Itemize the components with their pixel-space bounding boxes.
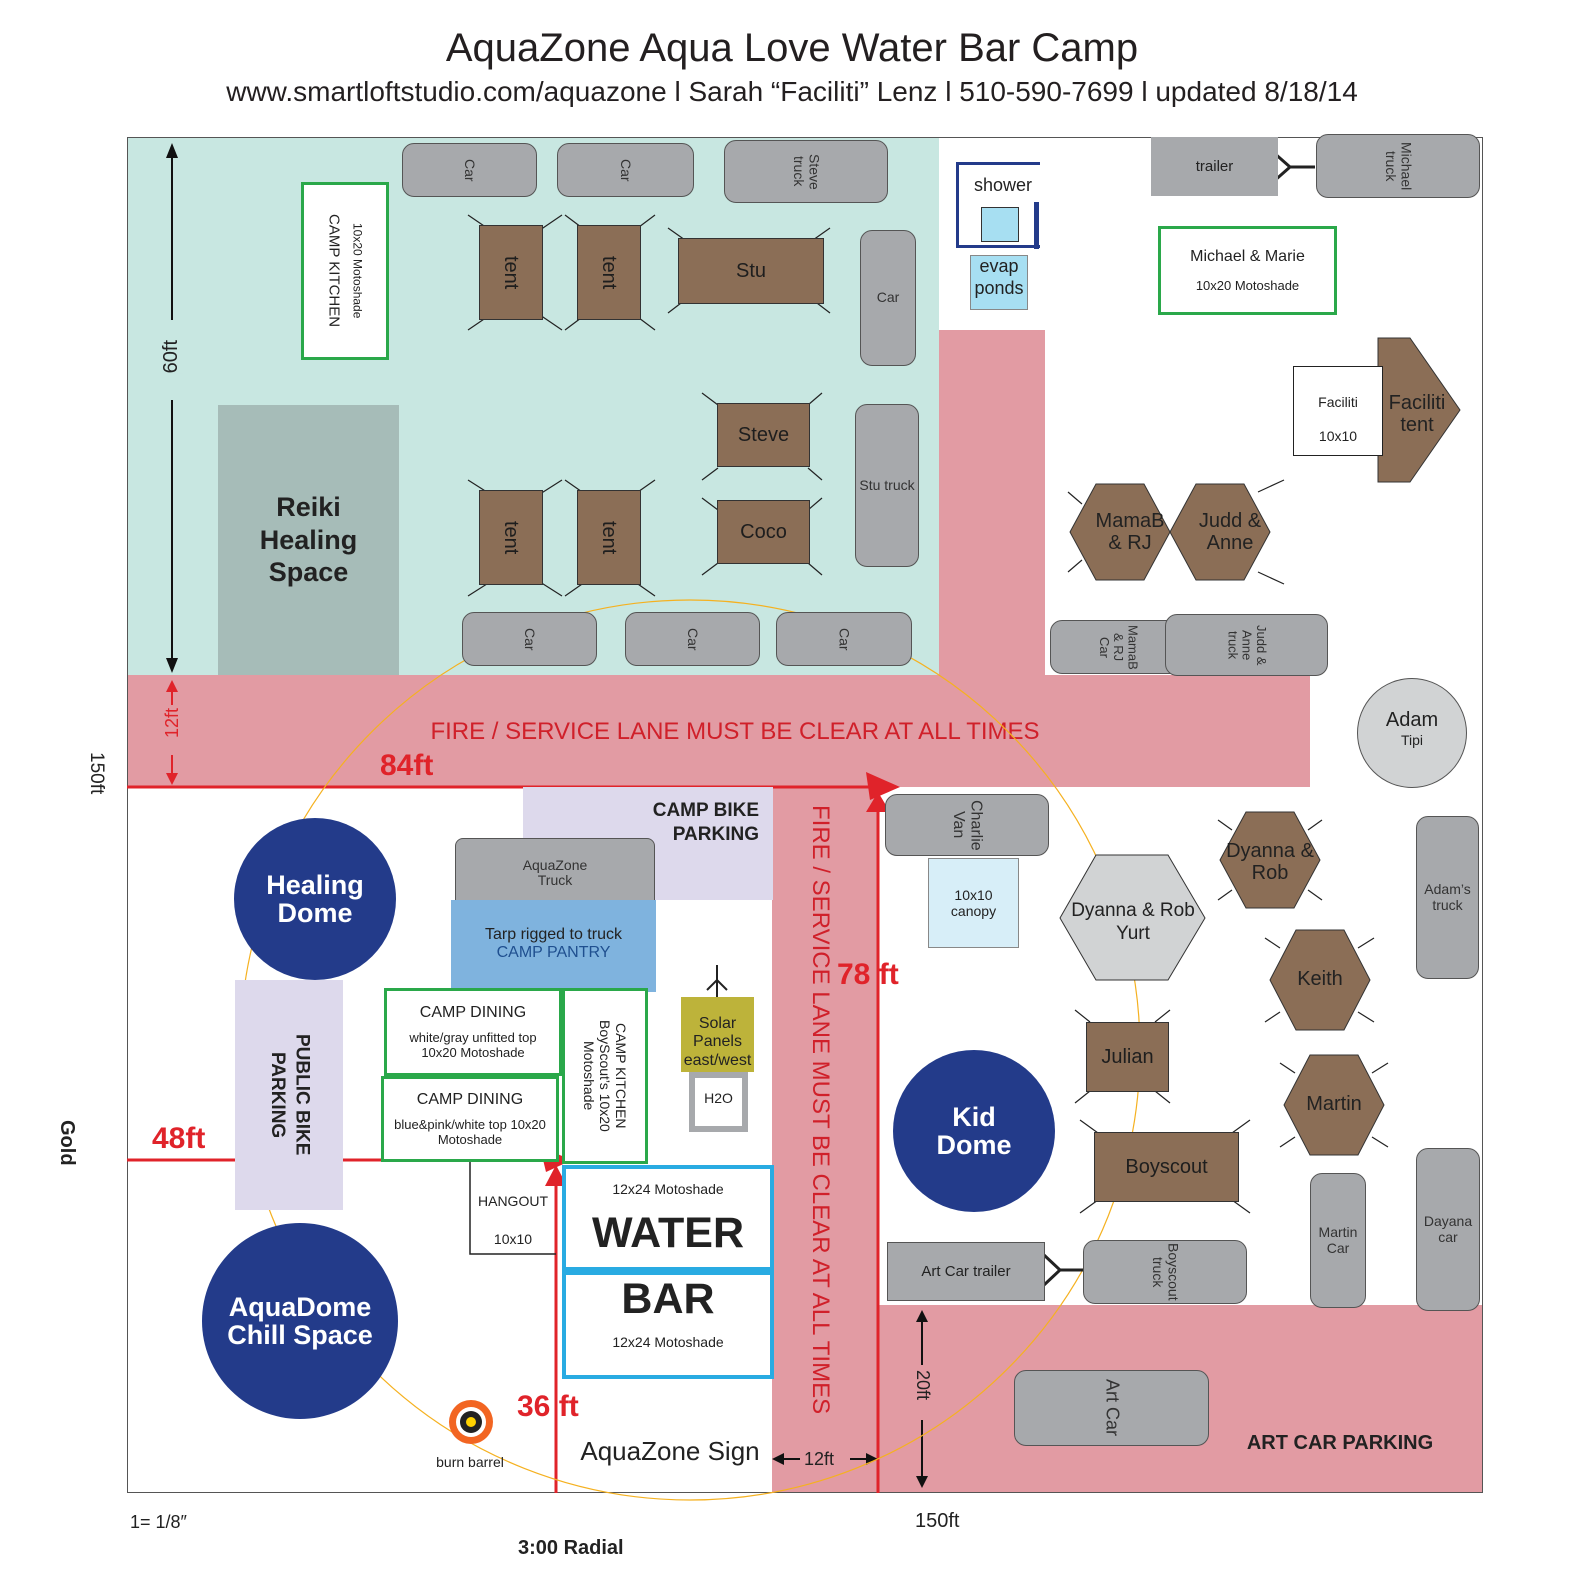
shower: shower — [956, 162, 1040, 248]
h2o-tank: H2O — [689, 1072, 748, 1132]
car-bottom-3: Car — [776, 612, 912, 666]
water-bar-top: 12x24 Motoshade WATER — [562, 1165, 774, 1271]
tent-2: tent — [577, 225, 641, 320]
shower-basin — [981, 207, 1019, 242]
tent-coco: Coco — [717, 500, 810, 564]
map-subtitle: www.smartloftstudio.com/aquazone l Sarah… — [226, 76, 1358, 107]
art-car-trailer: Art Car trailer — [887, 1242, 1045, 1301]
public-bike-parking: PUBLIC BIKE PARKING — [235, 980, 343, 1210]
steve-truck: Steve truck — [724, 140, 888, 203]
mamab-rj-tent: MamaB & RJ — [1095, 510, 1165, 554]
tent-stu: Stu — [678, 238, 824, 304]
tent-1: tent — [479, 225, 543, 320]
art-car: Art Car — [1014, 1370, 1209, 1446]
evap-ponds: evap ponds — [970, 255, 1028, 310]
boyscout-tent: Boyscout — [1094, 1132, 1239, 1202]
fire-lane-vertical — [772, 787, 878, 1493]
camp-dining-2: CAMP DINING blue&pink/white top 10x20 Mo… — [381, 1076, 559, 1162]
measure-60ft: 60ft — [160, 340, 183, 374]
aquazone-truck: AquaZone Truck — [455, 838, 655, 908]
lane-vertical-label: FIRE / SERVICE LANE MUST BE CLEAR AT ALL… — [807, 805, 834, 1415]
car-right-1: Car — [860, 230, 916, 366]
lane-horizontal-label: FIRE / SERVICE LANE MUST BE CLEAR AT ALL… — [430, 718, 1040, 745]
car-top-1: Car — [402, 143, 537, 197]
measure-48ft: 48ft — [152, 1122, 206, 1155]
car-bottom-2: Car — [625, 612, 760, 666]
measure-84ft: 84ft — [380, 749, 434, 782]
dayana-car: Dayana car — [1416, 1148, 1480, 1311]
measure-12ft-left: 12ft — [162, 708, 182, 739]
aquazone-sign: AquaZone Sign — [580, 1436, 760, 1466]
healing-dome: Healing Dome — [234, 818, 396, 980]
adam-tipi: Adam Tipi — [1357, 678, 1467, 788]
faciliti-tent: Faciliti tent — [1388, 392, 1446, 436]
tent-steve: Steve — [717, 403, 810, 467]
dyanna-rob-yurt: Dyanna & Rob Yurt — [1071, 900, 1195, 944]
measure-150ft-left: 150ft — [86, 752, 107, 795]
hangout: HANGOUT 10x10 — [478, 1193, 548, 1247]
fire-lane-north-strip — [939, 330, 1045, 675]
camp-kitchen-boyscout: CAMP KITCHEN BoyScout’s 10x20 Motoshade — [562, 988, 648, 1164]
camp-dining-1: CAMP DINING white/gray unfitted top 10x2… — [384, 988, 562, 1076]
measure-36ft: 36 ft — [517, 1390, 579, 1423]
art-car-parking-label: ART CAR PARKING — [1246, 1432, 1434, 1454]
measure-150ft-bottom: 150ft — [915, 1510, 960, 1532]
faciliti-box: Faciliti 10x10 — [1293, 366, 1383, 456]
kid-dome: Kid Dome — [893, 1050, 1055, 1212]
trailer: trailer — [1151, 137, 1278, 196]
car-bottom-1: Car — [462, 612, 597, 666]
measure-78ft: 78 ft — [837, 958, 899, 991]
measure-12ft-bottom: 12ft — [804, 1449, 835, 1469]
solar-panels: Solar Panels east/west — [681, 997, 754, 1072]
shower-wall — [1034, 202, 1039, 249]
adams-truck: Adam’s truck — [1416, 816, 1479, 979]
map-title: AquaZone Aqua Love Water Bar Camp — [445, 26, 1139, 70]
stu-truck: Stu truck — [855, 404, 919, 567]
martin-car: Martin Car — [1310, 1173, 1366, 1308]
aquadome-chill-space: AquaDome Chill Space — [202, 1223, 398, 1419]
canopy: 10x10 canopy — [928, 858, 1019, 948]
reiki-healing-space: Reiki Healing Space — [218, 405, 399, 675]
camp-boundary — [127, 137, 1483, 1493]
boyscout-truck: Boyscout truck — [1083, 1240, 1247, 1304]
michael-truck: Michael truck — [1316, 134, 1480, 198]
keith-tent: Keith — [1297, 968, 1343, 990]
measure-20ft: 20ft — [913, 1370, 933, 1401]
water-bar-bottom: BAR 12x24 Motoshade — [562, 1271, 774, 1379]
judd-anne-truck: Judd & Anne truck — [1165, 614, 1328, 676]
michael-marie-motoshade: Michael & Marie 10x20 Motoshade — [1158, 226, 1337, 315]
julian-tent: Julian — [1086, 1022, 1169, 1092]
tent-4: tent — [577, 490, 641, 585]
martin-tent: Martin — [1306, 1093, 1362, 1115]
street-radial: 3:00 Radial — [518, 1537, 624, 1559]
judd-anne-tent: Judd & Anne — [1198, 510, 1262, 554]
car-top-2: Car — [557, 143, 694, 197]
camp-kitchen-north: CAMP KITCHEN 10x20 Motoshade — [301, 182, 389, 360]
dyanna-rob-tent: Dyanna & Rob — [1226, 840, 1314, 884]
scale-note: 1= 1/8″ — [130, 1512, 187, 1532]
street-gold: Gold — [56, 1120, 78, 1166]
tent-3: tent — [479, 490, 543, 585]
camp-pantry: Tarp rigged to truck CAMP PANTRY — [451, 900, 656, 992]
fire-lane-horizontal — [127, 675, 1310, 787]
burn-barrel-label: burn barrel — [436, 1454, 504, 1470]
charlie-van: Charlie Van — [885, 794, 1049, 856]
